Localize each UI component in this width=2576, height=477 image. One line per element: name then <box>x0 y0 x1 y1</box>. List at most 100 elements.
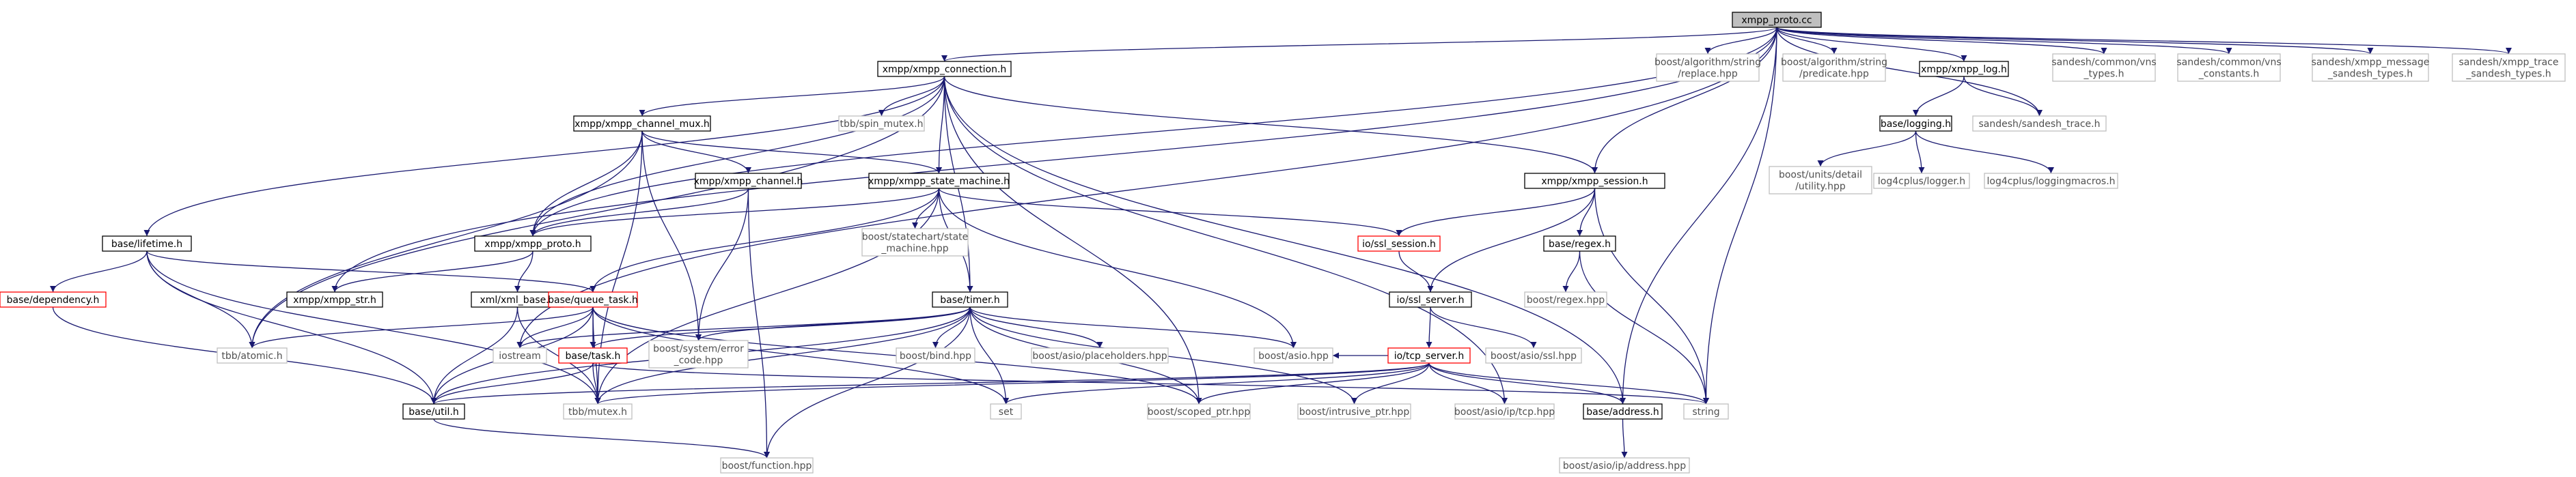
edge-line <box>1195 362 1430 405</box>
node-label: sandesh/sandesh_trace.h <box>1978 119 2100 130</box>
edge-chmux-to-atomic <box>249 130 643 349</box>
graph-node-statechart: boost/statechart/state_machine.hpp <box>861 228 969 257</box>
node-box <box>838 115 925 132</box>
graph-node-sslsess[interactable]: io/ssl_session.h <box>1357 235 1441 252</box>
edge-line <box>1351 362 1430 405</box>
graph-node-regex[interactable]: base/regex.h <box>1543 235 1616 252</box>
graph-node-tcpserver[interactable]: io/tcp_server.h <box>1387 347 1471 364</box>
node-label: boost/asio/ip/tcp.hpp <box>1454 407 1555 418</box>
node-box <box>402 403 465 420</box>
edge-line <box>1963 76 2042 117</box>
edge-line <box>878 76 945 117</box>
edge-tcpserver-to-set <box>1003 362 1430 405</box>
edge-conn-to-session <box>943 76 1598 174</box>
edge-tcpserver-to-intrusive <box>1351 362 1430 405</box>
node-label: boost/asio/ssl.hpp <box>1491 351 1577 362</box>
graph-node-channel[interactable]: xmpp/xmpp_channel.h <box>694 173 803 189</box>
graph-node-xtrace: sandesh/xmpp_trace_sandesh_types.h <box>2452 53 2566 82</box>
graph-node-sslserver[interactable]: io/ssl_server.h <box>1389 291 1472 308</box>
node-label: sandesh/common/vns <box>2176 57 2281 68</box>
edge-root-to-xlog <box>1776 27 1967 62</box>
graph-node-sm[interactable]: xmpp/xmpp_state_machine.h <box>868 173 1010 189</box>
graph-node-timer[interactable]: base/timer.h <box>932 291 1008 308</box>
edge-conn-to-spin <box>878 76 945 117</box>
edge-sslsess-to-sslserver <box>1398 250 1434 293</box>
edge-timer-to-function <box>764 306 971 459</box>
graph-node-xmsg: sandesh/xmpp_message_sandesh_types.h <box>2312 53 2430 82</box>
node-label: boost/algorithm/string <box>1781 57 1887 68</box>
node-box <box>1984 173 2118 189</box>
graph-node-xstr[interactable]: xmpp/xmpp_str.h <box>286 291 383 308</box>
edge-channel-to-function <box>747 188 770 459</box>
edge-root-to-session <box>1592 27 1777 174</box>
graph-node-chmux[interactable]: xmpp/xmpp_channel_mux.h <box>573 115 711 132</box>
edge-line <box>146 250 596 293</box>
node-label: sandesh/xmpp_message <box>2312 57 2430 68</box>
graph-node-dep[interactable]: base/dependency.h <box>0 291 107 308</box>
edge-chmux-to-syserr <box>641 130 702 341</box>
node-label: sandesh/xmpp_trace <box>2459 57 2559 68</box>
graph-node-logging[interactable]: base/logging.h <box>1879 115 1952 132</box>
edge-conn-to-address <box>943 76 1626 405</box>
edge-root-to-pred <box>1776 27 1838 55</box>
node-label: xmpp/xmpp_state_machine.h <box>868 176 1010 187</box>
node-box <box>2312 53 2429 82</box>
edge-root-to-proto <box>529 27 1777 237</box>
edge-timer-to-placeholders <box>969 306 1103 349</box>
edge-xmlbase-to-mutex <box>516 306 601 405</box>
graph-node-conn[interactable]: xmpp/xmpp_connection.h <box>877 61 1012 77</box>
edge-line <box>331 27 1777 293</box>
graph-node-session[interactable]: xmpp/xmpp_session.h <box>1524 173 1665 189</box>
node-box <box>558 347 628 364</box>
edge-line <box>1776 27 2232 55</box>
edge-line <box>938 188 1402 237</box>
edge-line <box>146 250 601 405</box>
edge-line <box>331 250 534 293</box>
edge-conn-to-lifetime <box>143 76 945 237</box>
edge-root-to-string <box>1703 27 1777 405</box>
node-box <box>1524 291 1607 308</box>
edge-logging-to-logger <box>1915 130 1925 174</box>
edge-line <box>516 306 601 405</box>
node-label: sandesh/common/vns <box>2051 57 2156 68</box>
edge-util-to-function <box>433 418 770 459</box>
graph-node-bind: boost/bind.hpp <box>896 347 975 364</box>
node-label: _sandesh_types.h <box>2465 69 2551 80</box>
edge-line <box>641 130 751 174</box>
edge-root-to-xtrace <box>1776 27 2512 55</box>
edge-line <box>516 306 594 349</box>
node-box <box>1732 12 1822 28</box>
edge-sm-to-proto <box>529 188 940 237</box>
node-box <box>1543 235 1616 252</box>
graph-node-qtask[interactable]: base/queue_task.h <box>548 291 638 308</box>
graph-node-xmlbase[interactable]: xml/xml_base.h <box>471 291 564 308</box>
graph-node-xlog[interactable]: xmpp/xmpp_log.h <box>1919 61 2009 77</box>
edge-layer <box>50 27 2512 459</box>
graph-node-proto[interactable]: xmpp/xmpp_proto.h <box>474 235 592 252</box>
edge-logging-to-logmac <box>1915 130 2054 174</box>
edge-line <box>1430 306 1537 349</box>
graph-node-root[interactable]: xmpp_proto.cc <box>1732 12 1822 28</box>
node-label: set <box>999 407 1014 418</box>
graph-node-address[interactable]: base/address.h <box>1583 403 1663 420</box>
edge-line <box>143 76 945 237</box>
node-box <box>1583 403 1663 420</box>
edge-session-to-string <box>1594 188 1709 405</box>
node-label: boost/intrusive_ptr.hpp <box>1299 407 1410 418</box>
edge-line <box>1776 27 1838 55</box>
edge-root-to-strace <box>1776 27 2042 117</box>
edge-line <box>969 306 1103 349</box>
node-label: base/regex.h <box>1549 239 1611 250</box>
graph-node-set: set <box>990 403 1022 420</box>
edge-tcpserver-to-string <box>1428 362 1709 405</box>
edge-line <box>594 306 971 405</box>
edge-line <box>943 76 1626 405</box>
node-label: base/lifetime.h <box>111 239 182 250</box>
graph-node-lifetime[interactable]: base/lifetime.h <box>102 235 192 252</box>
edge-line <box>969 306 1297 349</box>
graph-node-ipaddr: boost/asio/ip/address.hpp <box>1559 457 1690 474</box>
graph-node-util[interactable]: base/util.h <box>402 403 465 420</box>
graph-node-task[interactable]: base/task.h <box>558 347 628 364</box>
edge-line <box>1776 27 1967 62</box>
edge-root-to-iostream <box>516 27 1777 349</box>
